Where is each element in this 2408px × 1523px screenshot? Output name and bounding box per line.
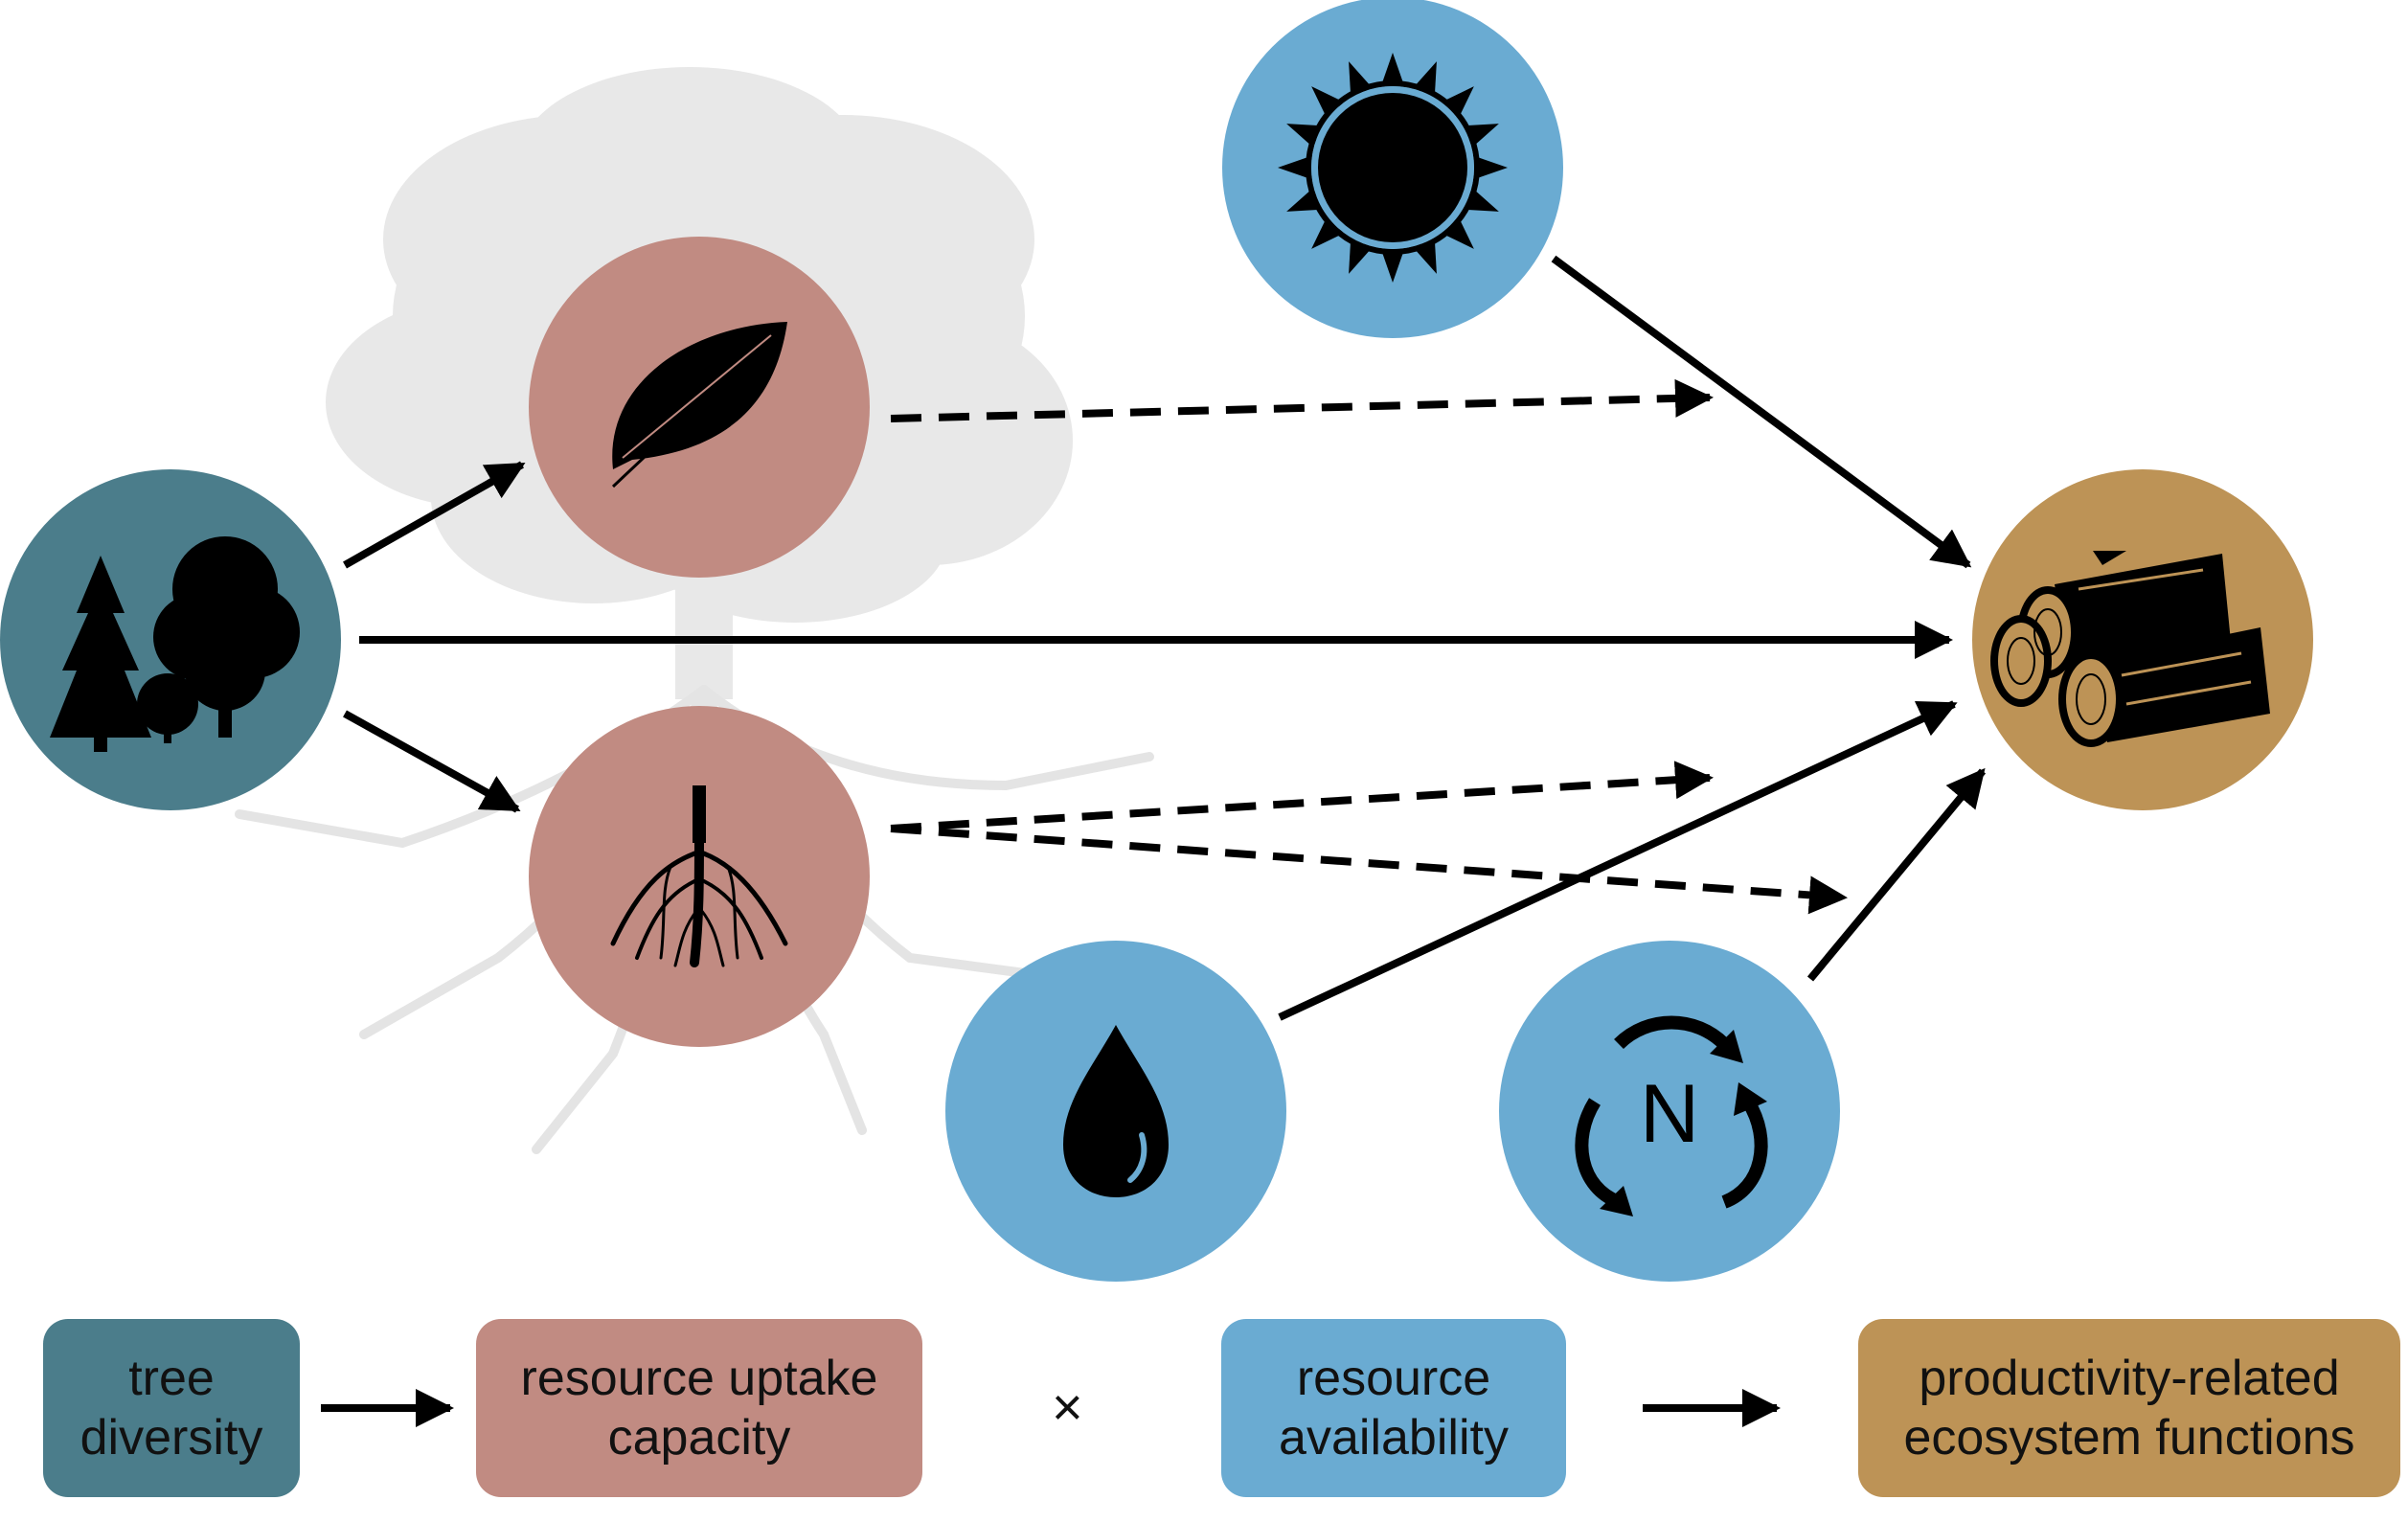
sun-ray — [1381, 53, 1404, 84]
legend-resource-availability: resource availability — [1221, 1319, 1566, 1497]
nitrogen-cycle-icon — [1575, 1015, 1768, 1216]
legend-uptake-capacity-label: resource uptake capacity — [520, 1350, 878, 1466]
trees-icon — [50, 536, 300, 752]
sun-ray — [1278, 156, 1309, 179]
sun-ray — [1311, 218, 1342, 249]
leaf-icon — [611, 322, 787, 489]
legend-ecosystem-functions-label: productivity-related ecosystem functions — [1903, 1350, 2355, 1466]
sun-ray — [1476, 156, 1508, 179]
sun-ray — [1443, 218, 1474, 249]
arrow-nitrogen-to-logs — [1806, 767, 1987, 982]
legend-multiply-operator: × — [1052, 1376, 1083, 1437]
arrow-trees-to-leaf — [343, 461, 526, 569]
arrow-root-dashed-lower — [890, 825, 1848, 915]
sun-ray — [1381, 251, 1404, 283]
logs-icon — [1990, 551, 2270, 747]
arrow-leaf-dashed — [890, 378, 1714, 422]
sun-ray — [1443, 86, 1474, 117]
nitrogen-resource-node — [1499, 941, 1840, 1282]
legend-uptake-capacity: resource uptake capacity — [476, 1319, 922, 1497]
legend-resource-availability-label: resource availability — [1279, 1350, 1509, 1466]
legend-tree-diversity: tree diversity — [43, 1319, 300, 1497]
nitrogen-label: N — [1640, 1068, 1699, 1160]
arrow-root-dashed-upper — [890, 761, 1714, 832]
legend-tree-diversity-label: tree diversity — [80, 1350, 263, 1466]
arrow-sun-to-logs — [1551, 255, 1972, 569]
legend-ecosystem-functions: productivity-related ecosystem functions — [1858, 1319, 2400, 1497]
arrow-water-to-logs — [1278, 700, 1958, 1021]
water-drop-icon — [1063, 1025, 1169, 1197]
arrows — [343, 255, 1987, 1021]
sun-ray — [1311, 86, 1342, 117]
arrow-trees-to-root — [343, 710, 521, 813]
root-icon — [610, 785, 788, 967]
